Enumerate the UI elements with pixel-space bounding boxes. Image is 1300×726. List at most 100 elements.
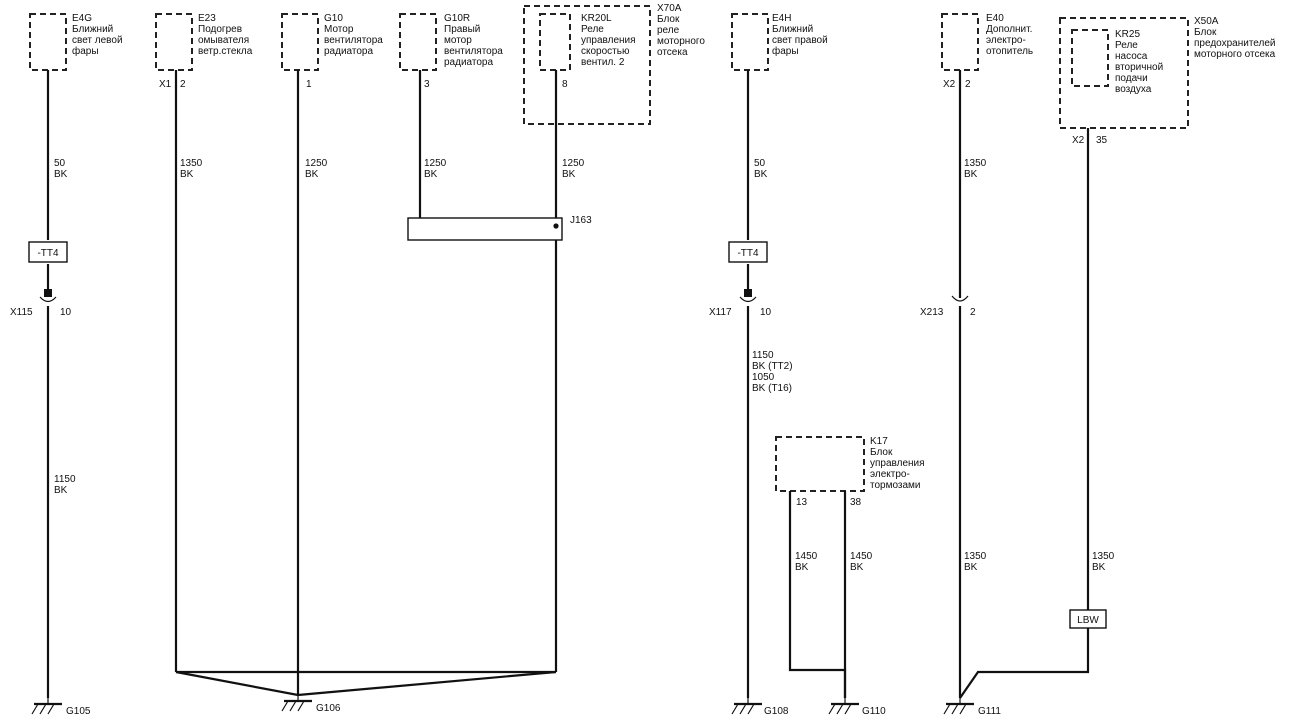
- splice-node-j163: [553, 223, 559, 229]
- wire-k17-pin13: [788, 491, 847, 698]
- svg-text:Блок: Блок: [657, 14, 680, 25]
- label-g10r: G10R Правый мотор вентилятора радиатора …: [424, 13, 503, 90]
- svg-text:вентил. 2: вентил. 2: [581, 57, 625, 68]
- svg-text:электро-: электро-: [870, 469, 910, 480]
- wire-x50a-lower: [959, 628, 1090, 699]
- svg-text:G110: G110: [862, 706, 886, 717]
- component-box-e4h: [731, 13, 769, 71]
- wire-label-w8: 1150 BK: [54, 474, 76, 496]
- label-g10: G10 Мотор вентилятора радиатора 1: [306, 13, 383, 90]
- svg-text:вентилятора: вентилятора: [324, 35, 383, 46]
- svg-text:BK: BK: [754, 169, 768, 180]
- svg-text:вторичной: вторичной: [1115, 62, 1163, 73]
- svg-text:E40: E40: [986, 13, 1004, 24]
- svg-text:2: 2: [970, 307, 976, 318]
- svg-text:BK: BK: [180, 169, 194, 180]
- svg-text:моторного отсека: моторного отсека: [1194, 49, 1276, 60]
- connector-x213: X213 2: [920, 295, 976, 318]
- svg-text:радиатора: радиатора: [324, 46, 373, 57]
- ground-g108: G108: [731, 698, 789, 717]
- ground-g111: G111: [943, 698, 1001, 717]
- svg-text:38: 38: [850, 497, 862, 508]
- svg-text:1350: 1350: [180, 158, 203, 169]
- svg-text:Блок: Блок: [1194, 27, 1217, 38]
- wire-label-w5: 1250 BK: [562, 158, 585, 180]
- label-x70a: X70A Блок реле моторного отсека: [657, 3, 705, 58]
- svg-text:8: 8: [562, 79, 568, 90]
- svg-text:Дополнит.: Дополнит.: [986, 24, 1032, 35]
- svg-text:BK: BK: [54, 169, 68, 180]
- svg-text:1450: 1450: [795, 551, 818, 562]
- svg-text:Блок: Блок: [870, 447, 893, 458]
- tag-tt4-right: -TT4: [728, 241, 768, 263]
- svg-text:воздуха: воздуха: [1115, 84, 1152, 95]
- svg-text:-TT4: -TT4: [37, 248, 59, 259]
- svg-text:X213: X213: [920, 307, 944, 318]
- svg-text:фары: фары: [772, 45, 799, 57]
- label-x50a: X50A Блок предохранителей моторного отсе…: [1072, 16, 1276, 146]
- svg-text:омывателя: омывателя: [198, 35, 249, 46]
- svg-text:E4G: E4G: [72, 13, 92, 24]
- svg-text:1350: 1350: [1092, 551, 1115, 562]
- connector-x117: X117 10: [709, 289, 772, 318]
- svg-text:насоса: насоса: [1115, 51, 1148, 62]
- ground-g106: G106: [281, 695, 341, 714]
- svg-text:X2: X2: [1072, 135, 1085, 146]
- svg-text:3: 3: [424, 79, 430, 90]
- wire-label-w4: 1250 BK: [424, 158, 447, 180]
- wire-label-w11: 1450 BK: [850, 551, 873, 573]
- svg-text:мотор: мотор: [444, 35, 472, 46]
- svg-text:G10R: G10R: [444, 13, 470, 24]
- svg-text:G111: G111: [978, 706, 1001, 717]
- label-e23: E23 Подогрев омывателя ветр.стекла X1 2: [159, 13, 253, 90]
- wire-g106-left: [175, 670, 299, 697]
- svg-text:KR25: KR25: [1115, 29, 1140, 40]
- label-kr25: KR25 Реле насоса вторичной подачи воздух…: [1115, 29, 1163, 95]
- svg-text:электро-: электро-: [986, 35, 1026, 46]
- svg-text:LBW: LBW: [1077, 615, 1099, 626]
- svg-text:G108: G108: [764, 706, 789, 717]
- svg-text:BK: BK: [562, 169, 576, 180]
- svg-text:Правый: Правый: [444, 24, 480, 35]
- wire-label-w1: 50 BK: [54, 158, 68, 180]
- svg-text:X117: X117: [709, 307, 732, 318]
- svg-text:E4H: E4H: [772, 13, 791, 24]
- svg-text:BK: BK: [424, 169, 438, 180]
- svg-text:BK: BK: [795, 562, 809, 573]
- label-e4g: E4G Ближний свет левой фары: [72, 13, 123, 57]
- wire-g10r: [418, 70, 556, 228]
- component-box-k17: [775, 436, 865, 492]
- tag-tt4-left: -TT4: [28, 241, 68, 263]
- svg-text:1250: 1250: [562, 158, 585, 169]
- svg-text:управления: управления: [581, 35, 636, 46]
- svg-text:X2: X2: [943, 79, 956, 90]
- wire-g106-right: [297, 670, 557, 697]
- svg-text:10: 10: [760, 307, 772, 318]
- wire-label-w12: 1350 BK: [964, 551, 987, 573]
- svg-text:Реле: Реле: [581, 24, 604, 35]
- svg-text:-TT4: -TT4: [737, 248, 759, 259]
- component-box-kr25: [1071, 29, 1109, 87]
- svg-text:G10: G10: [324, 13, 343, 24]
- component-box-e40: [941, 13, 979, 71]
- svg-text:Реле: Реле: [1115, 40, 1138, 51]
- wire-label-w13: 1350 BK: [1092, 551, 1115, 573]
- svg-text:1050: 1050: [752, 372, 775, 383]
- ground-g110: G110: [828, 698, 886, 717]
- svg-text:BK: BK: [964, 562, 978, 573]
- svg-text:K17: K17: [870, 436, 888, 447]
- svg-text:X70A: X70A: [657, 3, 682, 14]
- svg-text:радиатора: радиатора: [444, 57, 493, 68]
- svg-text:BK: BK: [964, 169, 978, 180]
- svg-text:BK (TT2): BK (TT2): [752, 361, 793, 372]
- svg-text:1350: 1350: [964, 158, 987, 169]
- svg-text:BK: BK: [305, 169, 319, 180]
- wire-label-w7: 1350 BK: [964, 158, 987, 180]
- ground-g105: G105: [31, 698, 91, 717]
- wire-label-w6: 50 BK: [754, 158, 768, 180]
- svg-text:10: 10: [60, 307, 72, 318]
- svg-text:ветр.стекла: ветр.стекла: [198, 46, 253, 57]
- connector-x115: X115 10: [10, 289, 72, 318]
- component-box-g10: [281, 13, 319, 71]
- svg-text:Ближний: Ближний: [72, 24, 113, 35]
